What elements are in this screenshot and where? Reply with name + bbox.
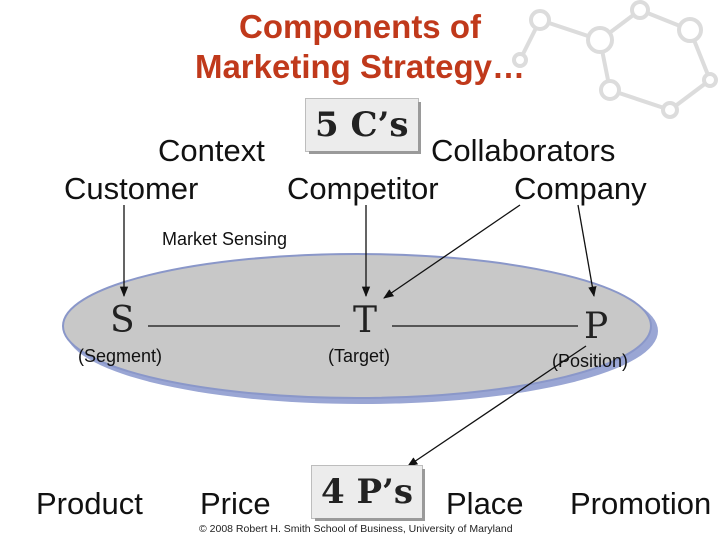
- price-label: Price: [200, 486, 271, 521]
- position-label: (Position): [552, 351, 629, 371]
- segment-letter: S: [110, 300, 135, 341]
- competitor-label: Competitor: [287, 171, 439, 206]
- context-label: Context: [158, 133, 265, 168]
- company-label: Company: [514, 171, 647, 206]
- arrow-company-to-t: [383, 204, 521, 299]
- copyright-footer: © 2008 Robert H. Smith School of Busines…: [199, 523, 513, 535]
- five-cs-box: 5 C’s: [306, 99, 418, 151]
- market-sensing-label: Market Sensing: [162, 229, 288, 249]
- title-line-2: Marketing Strategy…: [194, 48, 526, 85]
- place-label: Place: [446, 486, 524, 521]
- four-ps-box: 4 P’s: [312, 466, 423, 518]
- segment-label: (Segment): [78, 346, 163, 366]
- target-letter: T: [353, 300, 378, 341]
- collaborators-label: Collaborators: [431, 133, 616, 168]
- arrow-p-to-4ps: [407, 345, 587, 467]
- promotion-label: Promotion: [570, 486, 712, 521]
- molecule-decoration: [512, 0, 718, 119]
- position-letter: P: [584, 306, 609, 347]
- title-line-1: Components of: [239, 8, 481, 45]
- product-label: Product: [36, 486, 143, 521]
- target-label: (Target): [328, 346, 391, 366]
- customer-label: Customer: [64, 171, 199, 206]
- arrow-company-to-p: [577, 204, 597, 298]
- stp-ellipse: [62, 253, 652, 399]
